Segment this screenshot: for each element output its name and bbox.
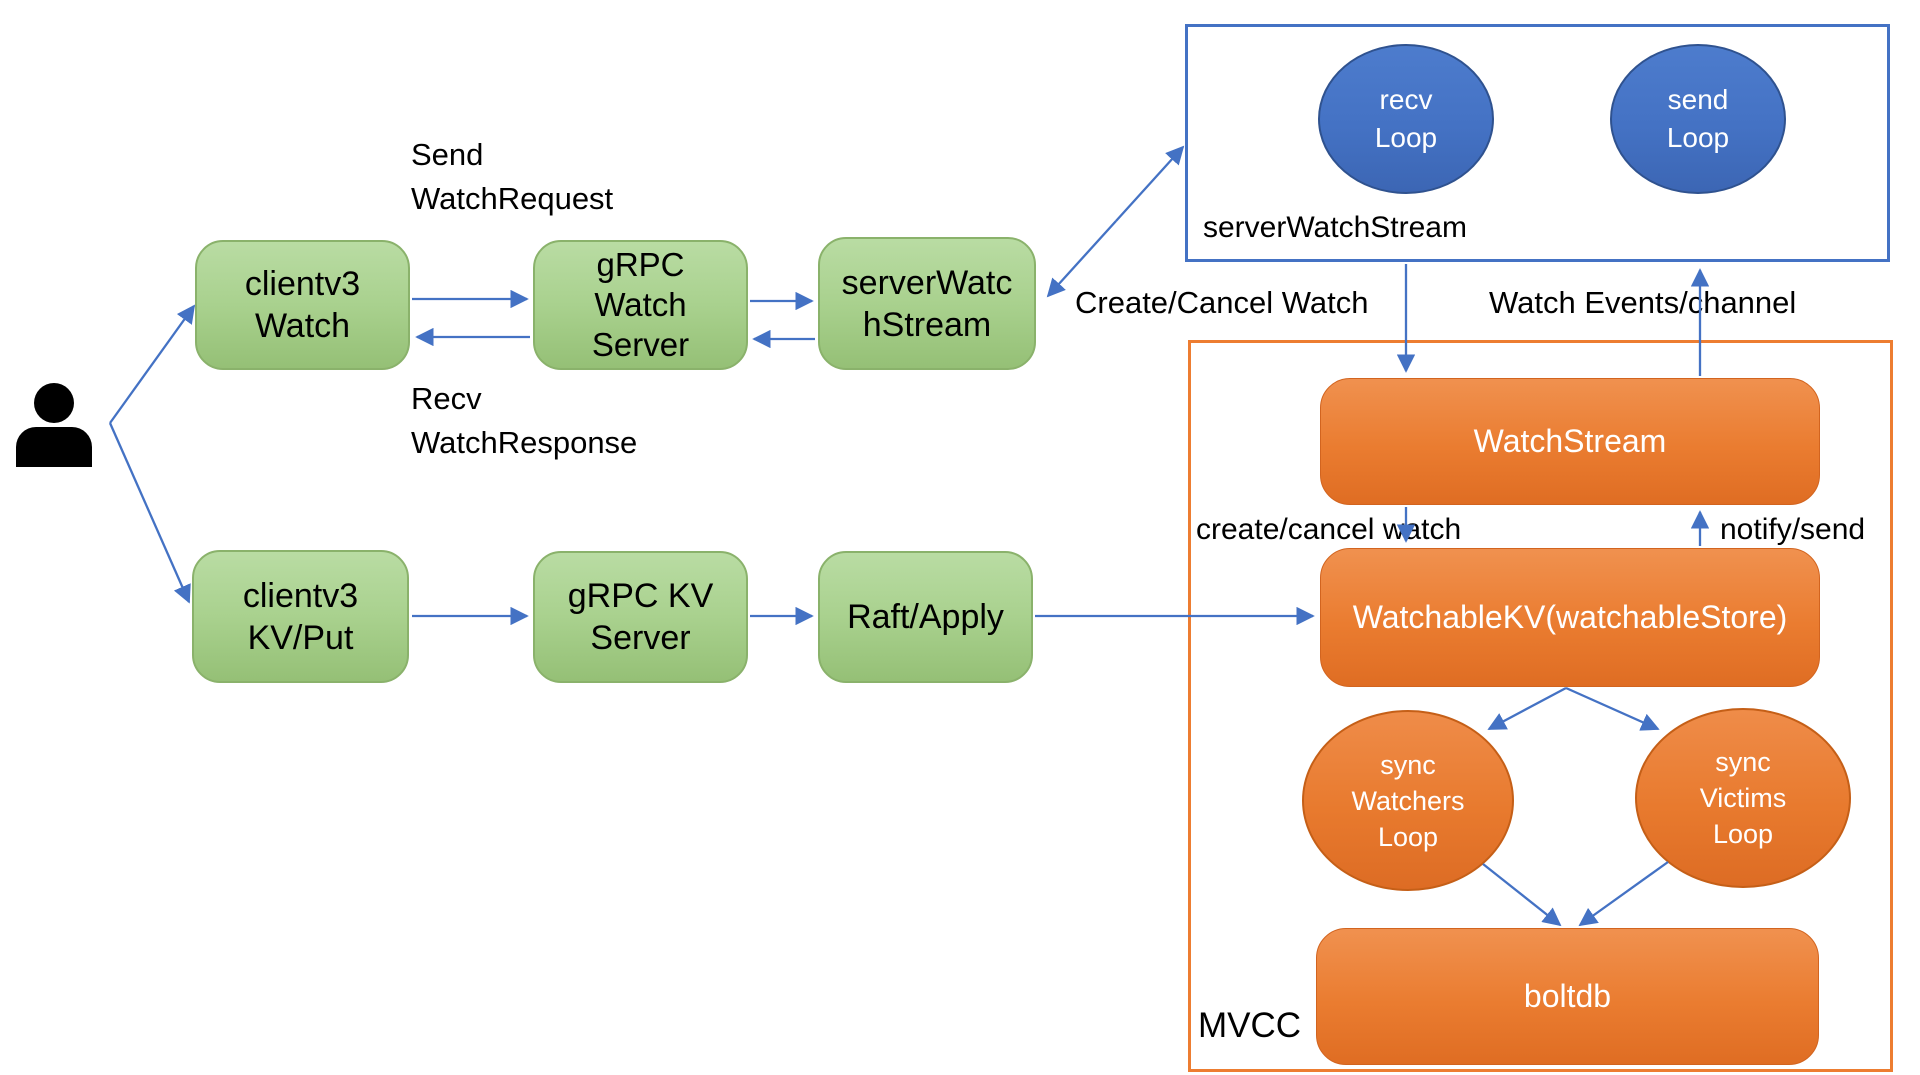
node-send-loop: send Loop xyxy=(1610,44,1786,194)
node-label: hStream xyxy=(862,305,992,344)
arrow-user-to-clientv3-kv-put xyxy=(108,422,191,604)
edge-label-recv-watch-response: Recv WatchResponse xyxy=(411,377,637,465)
node-label: boltdb xyxy=(1523,978,1612,1014)
node-grpc-kv-server: gRPC KV Server xyxy=(533,551,748,683)
user-icon xyxy=(16,383,92,467)
node-raft-apply: Raft/Apply xyxy=(818,551,1033,683)
node-label: clientv3 xyxy=(244,265,361,303)
user-icon-torso xyxy=(16,427,92,467)
node-label: Loop xyxy=(1377,821,1439,852)
edge-label-send-watch-request: Send WatchRequest xyxy=(411,133,613,221)
node-recv-loop: recv Loop xyxy=(1318,44,1494,194)
edge-label-notify-send: notify/send xyxy=(1720,513,1866,546)
node-label: send xyxy=(1667,84,1729,115)
node-label: Loop xyxy=(1666,122,1730,153)
node-label: Victims xyxy=(1699,783,1787,813)
edge-label-line: Send xyxy=(411,137,484,172)
arrow-serverwatchstream-to-bluebox xyxy=(1115,145,1185,222)
node-clientv3-kv-put: clientv3 KV/Put xyxy=(192,550,409,683)
container-label-server-watch-stream: serverWatchStream xyxy=(1203,211,1467,244)
node-label: Watch xyxy=(254,307,351,345)
edge-label-line: Recv xyxy=(411,381,482,416)
node-grpc-watch-server: gRPC Watch Server xyxy=(533,240,748,370)
node-label: WatchableKV(watchableStore) xyxy=(1352,599,1788,635)
container-label-mvcc: MVCC xyxy=(1198,1006,1302,1045)
arrow-user-to-clientv3-watch xyxy=(109,304,196,424)
node-label: serverWatc xyxy=(841,263,1013,302)
node-sync-watchers-loop: sync Watchers Loop xyxy=(1302,710,1514,891)
node-server-watch-stream: serverWatc hStream xyxy=(818,237,1036,370)
node-watchable-kv: WatchableKV(watchableStore) xyxy=(1320,548,1820,687)
node-label: gRPC xyxy=(596,246,685,283)
edge-label-create-cancel-watch-lower: create/cancel watch xyxy=(1196,513,1462,546)
node-clientv3-watch: clientv3 Watch xyxy=(195,240,410,370)
edge-label-watch-events-channel: Watch Events/channel xyxy=(1489,285,1797,320)
node-label: Loop xyxy=(1712,819,1774,849)
node-label: Watchers xyxy=(1351,785,1465,816)
node-label: Loop xyxy=(1374,122,1438,153)
node-label: sync xyxy=(1380,749,1436,780)
node-sync-victims-loop: sync Victims Loop xyxy=(1635,708,1851,888)
node-label: Server xyxy=(591,326,690,363)
node-label: Server xyxy=(590,619,691,657)
node-label: KV/Put xyxy=(247,618,354,657)
user-icon-head xyxy=(34,383,74,423)
node-boltdb: boltdb xyxy=(1316,928,1819,1065)
edge-label-line: WatchRequest xyxy=(411,181,614,216)
node-label: Raft/Apply xyxy=(847,598,1004,636)
edge-label-line: WatchResponse xyxy=(411,425,638,460)
node-label: WatchStream xyxy=(1473,423,1667,459)
node-label: Watch xyxy=(594,286,687,323)
node-label: clientv3 xyxy=(242,576,359,615)
node-label: gRPC KV xyxy=(567,577,714,615)
node-watch-stream: WatchStream xyxy=(1320,378,1820,505)
node-label: recv xyxy=(1379,84,1433,115)
edge-label-create-cancel-watch: Create/Cancel Watch xyxy=(1075,285,1369,320)
node-label: sync xyxy=(1715,747,1771,777)
